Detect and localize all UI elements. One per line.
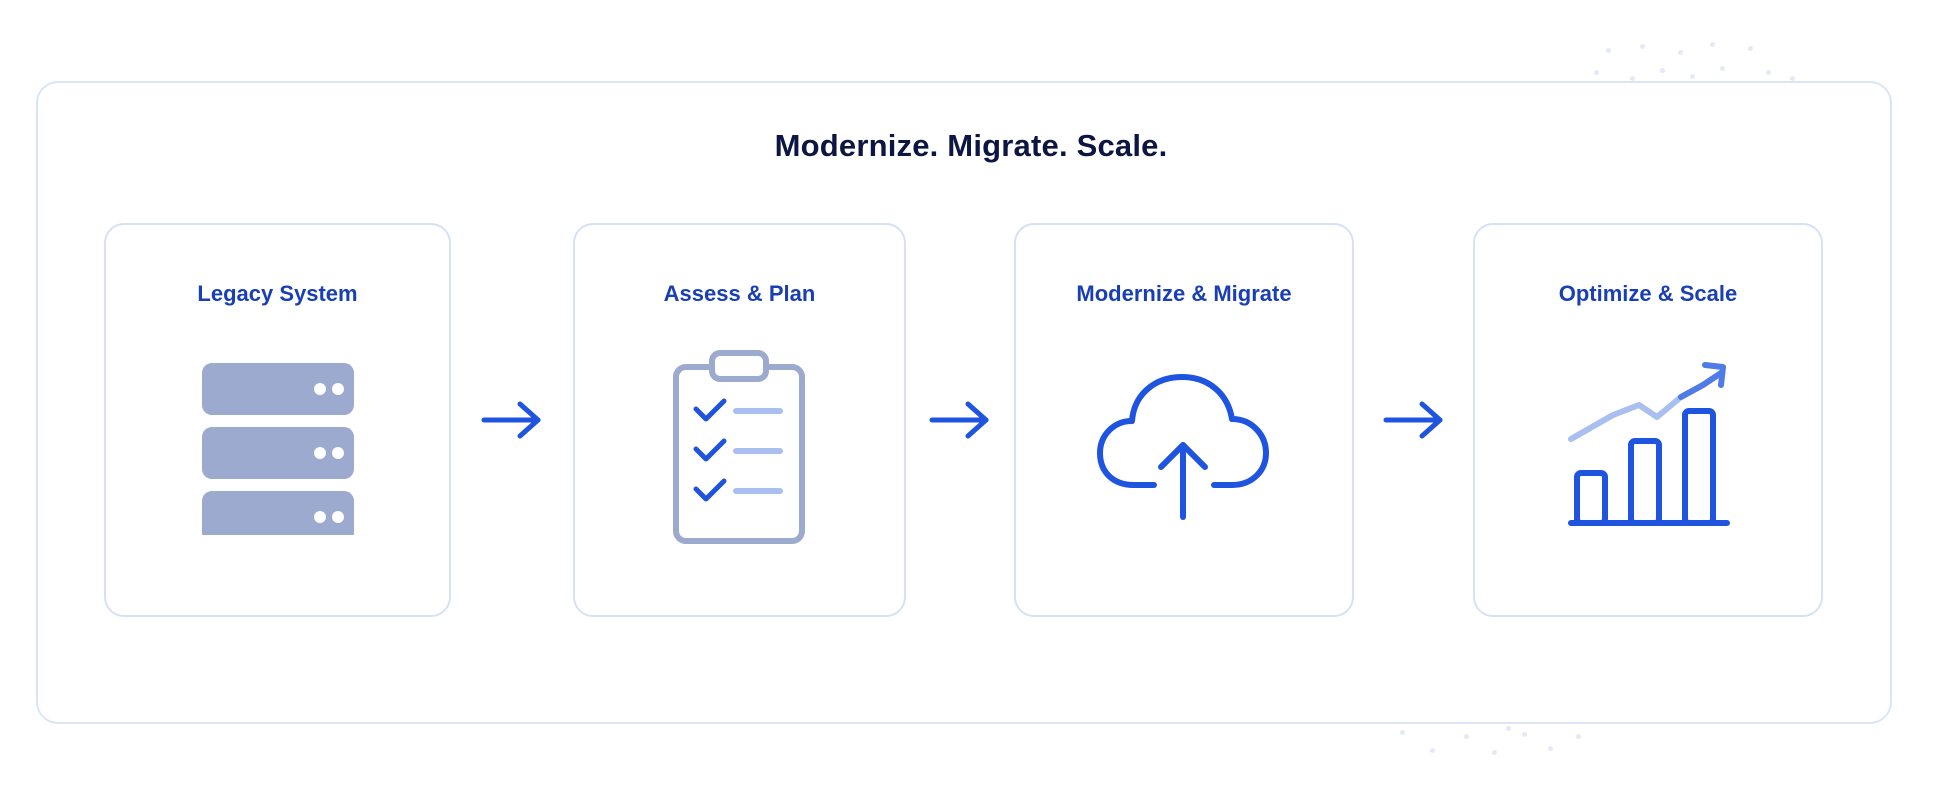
decorative-dots-top xyxy=(1570,40,1810,90)
arrow-right-icon xyxy=(1382,400,1448,445)
step-card-legacy-system: Legacy System xyxy=(104,223,451,617)
step-label: Optimize & Scale xyxy=(1558,281,1738,306)
arrow-right-icon xyxy=(928,400,994,445)
step-card-modernize-migrate: Modernize & Migrate xyxy=(1014,223,1354,617)
clipboard-checklist-icon xyxy=(670,345,810,550)
step-card-optimize-scale: Optimize & Scale xyxy=(1473,223,1823,617)
server-stack-icon xyxy=(198,345,358,543)
step-label: Modernize & Migrate xyxy=(1076,281,1292,306)
growth-bar-chart-icon xyxy=(1563,355,1733,540)
step-label: Legacy System xyxy=(197,281,358,306)
diagram-title: Modernize. Migrate. Scale. xyxy=(774,128,1168,163)
arrow-right-icon xyxy=(480,400,546,445)
cloud-upload-icon xyxy=(1094,363,1274,528)
step-label: Assess & Plan xyxy=(663,281,816,306)
step-card-assess-plan: Assess & Plan xyxy=(573,223,906,617)
decorative-dots-bottom xyxy=(1380,724,1600,764)
